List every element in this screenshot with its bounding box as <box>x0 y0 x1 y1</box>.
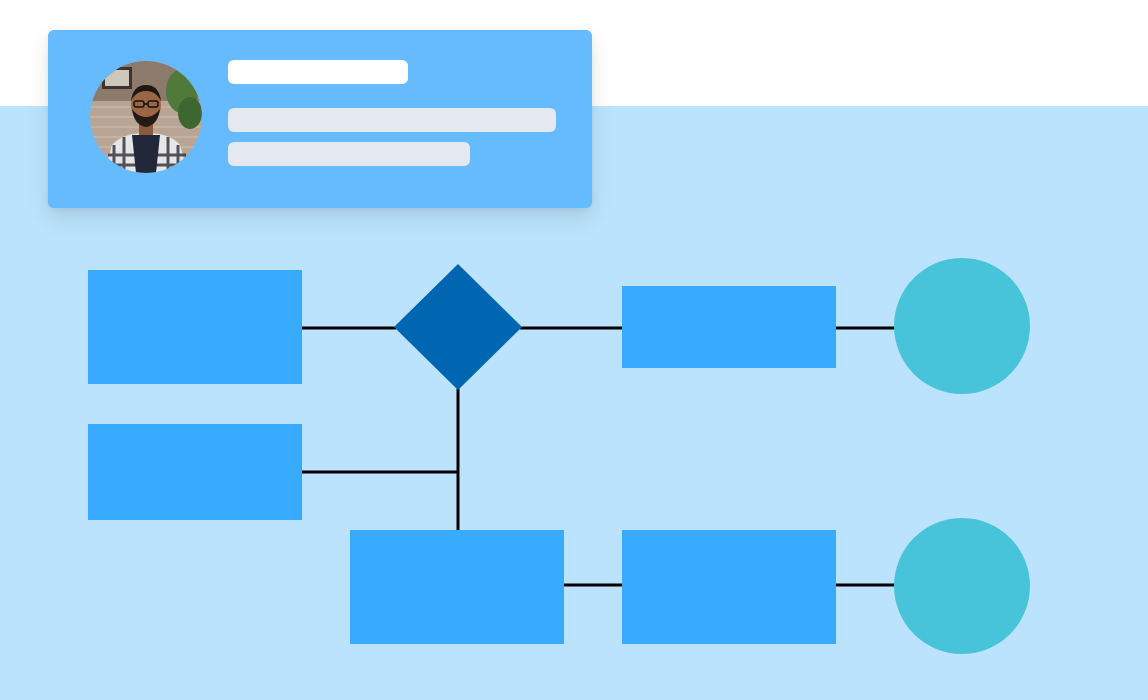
process-box-2[interactable] <box>88 424 302 520</box>
profile-detail-placeholder-2 <box>228 142 470 166</box>
process-box-1[interactable] <box>88 270 302 384</box>
terminal-circle-1[interactable] <box>894 258 1030 394</box>
process-box-5[interactable] <box>622 530 836 644</box>
profile-detail-placeholder-1 <box>228 108 556 132</box>
terminal-circle-2[interactable] <box>894 518 1030 654</box>
profile-card[interactable] <box>48 30 592 208</box>
profile-name-placeholder <box>228 60 408 84</box>
person-photo-icon <box>90 61 202 173</box>
process-box-3[interactable] <box>622 286 836 368</box>
avatar <box>90 61 202 173</box>
process-box-4[interactable] <box>350 530 564 644</box>
decision-diamond[interactable] <box>394 264 522 390</box>
